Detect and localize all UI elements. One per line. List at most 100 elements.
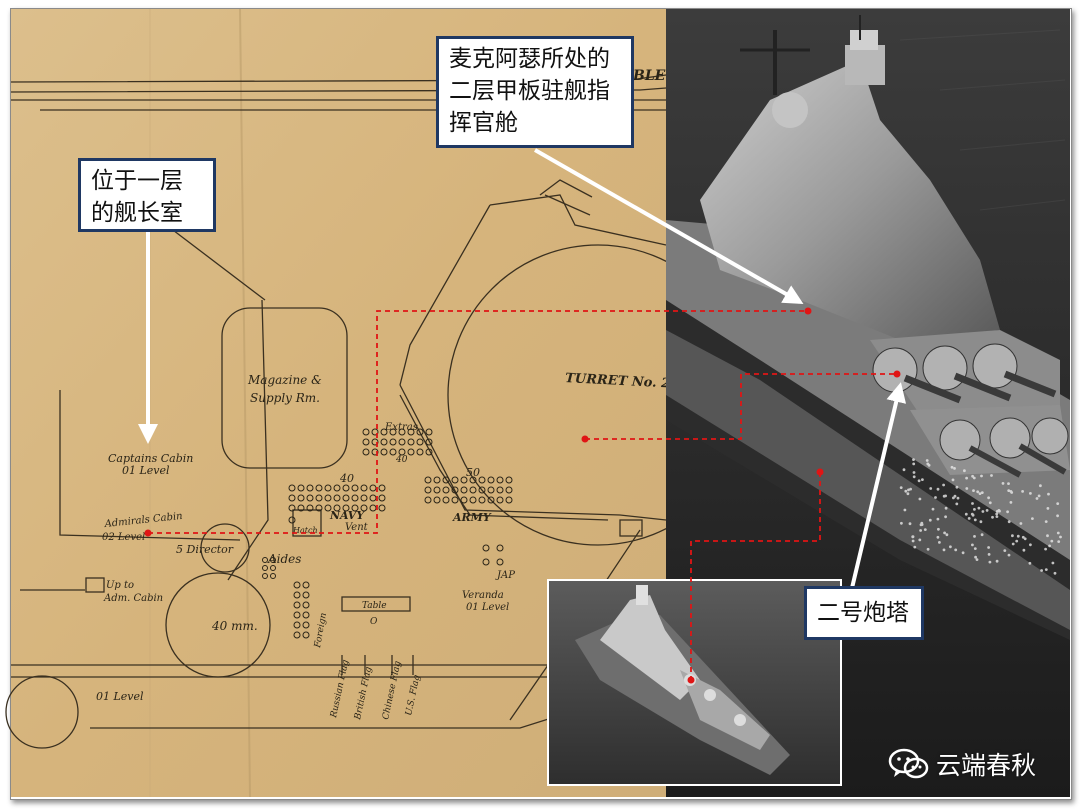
seat-dot [478, 486, 486, 494]
crowd-speck [965, 476, 968, 480]
crowd-speck [951, 478, 955, 482]
crowd-speck [1037, 494, 1041, 498]
crowd-speck [973, 518, 977, 522]
crowd-speck [1007, 482, 1010, 485]
seat-dot [416, 438, 424, 446]
crowd-speck [955, 502, 959, 506]
seat-dot [416, 448, 424, 456]
crowd-speck [950, 465, 954, 469]
crowd-speck [931, 507, 935, 511]
seat-dot [451, 496, 459, 504]
seat-dot [306, 504, 314, 512]
crowd-speck [1010, 491, 1014, 494]
seat-dot [496, 486, 504, 494]
seat-dot [297, 494, 305, 502]
crowd-speck [918, 538, 922, 542]
label-turret: TURRET No. 2 [565, 371, 671, 391]
crowd-speck [926, 462, 930, 466]
crowd-speck [1053, 571, 1057, 575]
crowd-speck [987, 496, 990, 500]
leader-turret [585, 373, 897, 440]
crowd-speck [995, 559, 999, 563]
crowd-speck [967, 517, 971, 520]
crowd-speck [1031, 517, 1034, 520]
callout-captain-cabin: 位于一层 的舰长室 [78, 158, 216, 232]
seat-dot [324, 504, 332, 512]
seat-dot [262, 573, 268, 579]
seat-dot [315, 484, 323, 492]
crowd-speck [976, 490, 980, 494]
seat-dot [302, 601, 310, 609]
crowd-speck [938, 541, 941, 544]
seat-dot [469, 476, 477, 484]
label-table: Table [362, 601, 387, 611]
crowd-speck [956, 496, 960, 500]
crowd-speck [945, 533, 949, 537]
crowd-speck [1048, 544, 1051, 548]
crowd-speck [1035, 497, 1039, 500]
crowd-speck [1059, 535, 1062, 539]
seat-dot [293, 621, 301, 629]
seat-dot [351, 494, 359, 502]
crowd-speck [929, 487, 933, 490]
seat-dot [297, 504, 305, 512]
seat-dot [380, 428, 388, 436]
label-extras: Extras [384, 422, 418, 433]
crowd-speck [1029, 492, 1032, 495]
seat-dot [505, 476, 513, 484]
crowd-speck [936, 535, 940, 539]
crowd-speck [971, 502, 974, 505]
crowd-speck [971, 474, 974, 478]
label-veranda: Veranda [462, 590, 504, 601]
seat-dot [333, 504, 341, 512]
crowd-speck [902, 468, 906, 472]
crowd-speck [1015, 539, 1019, 543]
seat-dot [425, 428, 433, 436]
crowd-speck [1011, 542, 1015, 546]
callout-macarthur-cabin: 麦克阿瑟所处的 二层甲板驻舰指 挥官舱 [436, 36, 634, 148]
seat-dot [288, 494, 296, 502]
crowd-speck [923, 528, 927, 531]
seat-dot [302, 621, 310, 629]
crowd-speck [906, 492, 910, 496]
seat-dot [362, 448, 370, 456]
seat-dot [302, 591, 310, 599]
seat-dot [425, 448, 433, 456]
crowd-speck [913, 545, 917, 549]
seat-dot [505, 496, 513, 504]
seat-dot [302, 581, 310, 589]
watermark: 云端春秋 [888, 744, 1036, 784]
seat-dot [288, 516, 296, 524]
crowd-speck [1046, 534, 1049, 538]
seat-dot [469, 486, 477, 494]
crowd-speck [936, 487, 940, 491]
label-magazine: Magazine & [247, 373, 322, 387]
crowd-speck [912, 475, 916, 479]
arrow-macarthur-cabin [534, 148, 804, 304]
crowd-speck [975, 558, 979, 561]
crowd-speck [954, 548, 958, 552]
seat-dot [371, 438, 379, 446]
crowd-speck [1029, 543, 1032, 547]
seat-dot [451, 486, 459, 494]
seat-dot [433, 496, 441, 504]
crowd-speck [949, 545, 952, 549]
seat-dot [487, 496, 495, 504]
crowd-speck [973, 508, 976, 511]
seat-dot [416, 428, 424, 436]
crowd-speck [1046, 507, 1050, 510]
label-army: ARMY [452, 511, 492, 524]
seat-dot [425, 438, 433, 446]
seat-dot [442, 476, 450, 484]
seat-dot [460, 496, 468, 504]
leader-admirals-cabin [148, 310, 808, 534]
crowd-speck [1051, 561, 1055, 565]
crowd-speck [1056, 531, 1060, 535]
crowd-speck [1056, 514, 1059, 518]
crowd-speck [912, 462, 916, 466]
seat-dot [460, 476, 468, 484]
crowd-speck [972, 476, 976, 480]
crowd-speck [928, 518, 932, 522]
